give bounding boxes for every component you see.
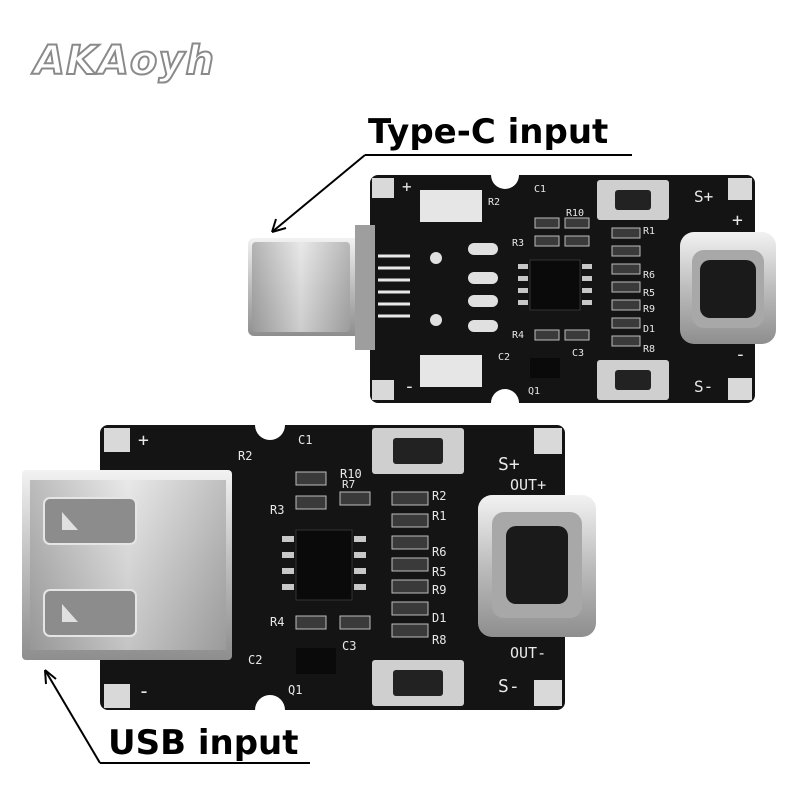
silk-r2: R2 [488, 197, 500, 208]
silk-out-minus: OUT- [510, 644, 546, 662]
silk-r2-b: R2 [238, 449, 252, 463]
silk-c2-b: C2 [248, 653, 262, 667]
silk-minus-right: - [735, 344, 746, 365]
callout-arrow-top [271, 154, 632, 233]
type-c-input-label: Type-C input [368, 112, 609, 152]
silk-r4: R4 [512, 330, 524, 341]
silk-plus-right: + [732, 210, 743, 231]
silk-c1-b: C1 [298, 433, 312, 447]
silk-r6: R6 [643, 270, 655, 281]
silk-r8-b: R8 [432, 633, 446, 647]
silk-s-minus-b: S- [498, 676, 520, 697]
silk-r6-b: R6 [432, 545, 446, 559]
silk-plus-left-b: + [138, 430, 149, 451]
silk-r3: R3 [512, 238, 524, 249]
silk-r5-b: R5 [432, 565, 446, 579]
silk-c2: C2 [498, 352, 510, 363]
brand-watermark: AKAoyh [33, 37, 215, 85]
type-c-board: + - S+ S- + - C1 R2 R10 R3 R1 R6 R5 R9 D… [248, 161, 776, 417]
silk-q1: Q1 [528, 386, 540, 397]
silk-r1-b: R1 [432, 509, 446, 523]
silk-c3: C3 [572, 348, 584, 359]
silk-r7-b: R7 [342, 478, 355, 491]
silk-r5: R5 [643, 288, 655, 299]
silk-r2b-b: R2 [432, 489, 446, 503]
silk-s-plus: S+ [694, 187, 713, 206]
silk-plus-left: + [402, 177, 412, 196]
usb-input-label: USB input [108, 723, 299, 763]
silk-minus-left-b: - [138, 679, 150, 703]
silk-r9: R9 [643, 304, 655, 315]
callout-arrow-bottom [44, 669, 310, 764]
silk-minus-left: - [404, 376, 415, 397]
silk-r4-b: R4 [270, 615, 284, 629]
silk-s-minus: S- [694, 377, 713, 396]
silk-q1-b: Q1 [288, 683, 302, 697]
silk-d1-b: D1 [432, 611, 446, 625]
silk-r10: R10 [566, 208, 584, 219]
silk-r9-b: R9 [432, 583, 446, 597]
silk-r8: R8 [643, 344, 655, 355]
silk-r3-b: R3 [270, 503, 284, 517]
silk-r10-b: R10 [340, 467, 362, 481]
silk-s-plus-b: S+ [498, 454, 520, 475]
silk-c3-b: C3 [342, 639, 356, 653]
silk-r1: R1 [643, 226, 655, 237]
silk-out-plus: OUT+ [510, 476, 546, 494]
usb-board: + - S+ S- OUT+ OUT- C1 R2 R10 R7 R3 R2 R… [22, 410, 596, 725]
silk-d1: D1 [643, 324, 655, 335]
silk-c1: C1 [534, 184, 546, 195]
